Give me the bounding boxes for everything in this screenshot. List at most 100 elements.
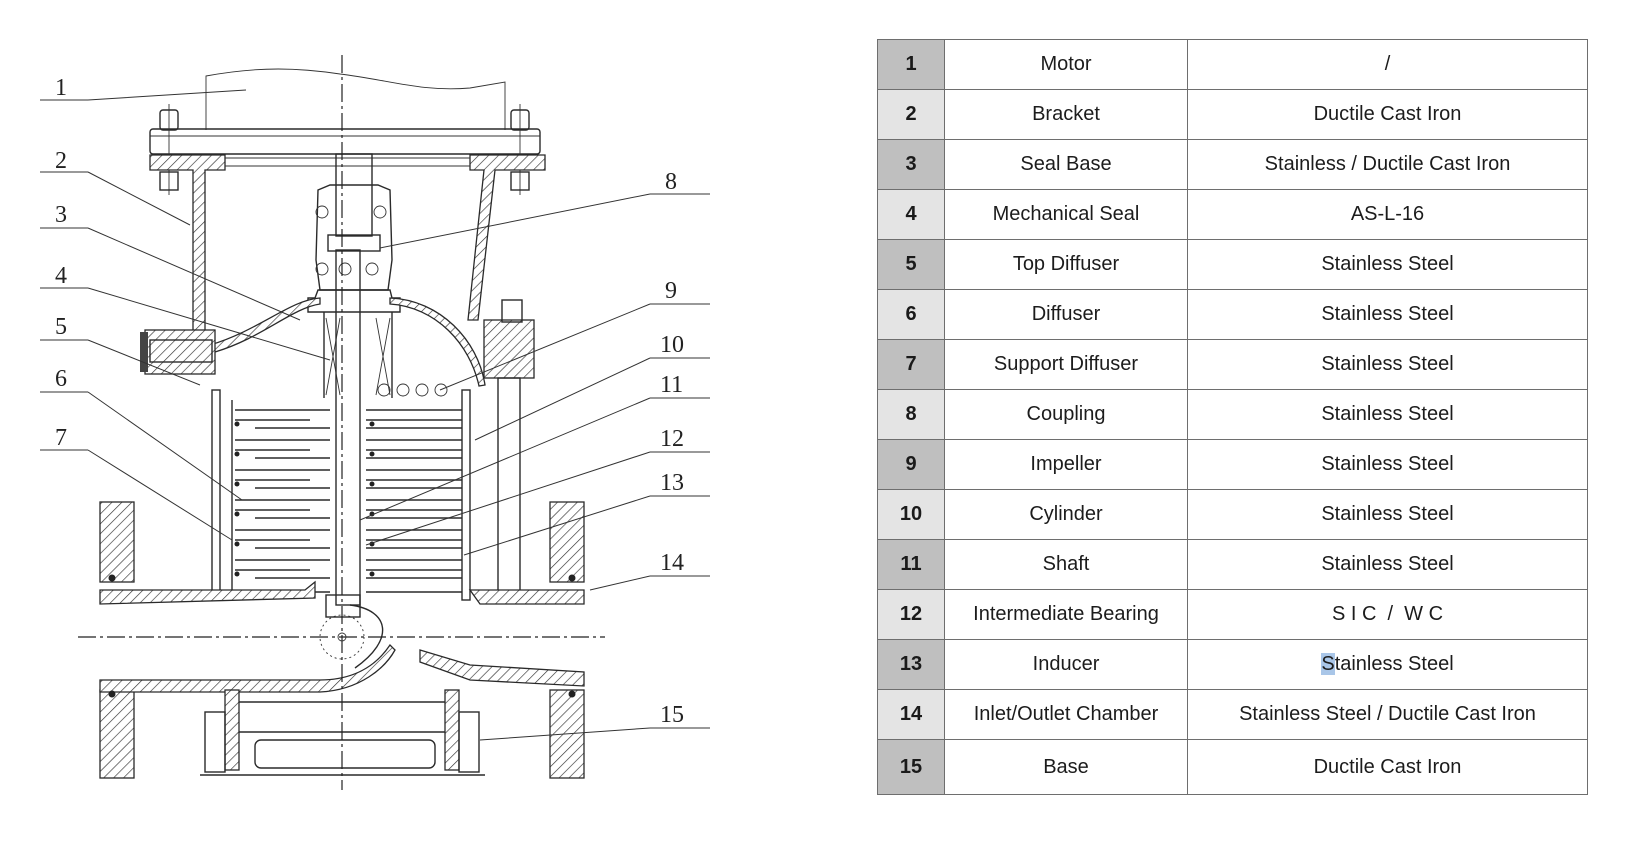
- part-number-cell: 12: [877, 589, 945, 640]
- callout-label-13: 13: [660, 470, 684, 496]
- material-cell: S I C / W C: [1187, 589, 1588, 640]
- o-ring: [369, 421, 375, 427]
- part-name-cell: Bracket: [944, 89, 1188, 140]
- inlet-outlet-chamber: [99, 501, 585, 779]
- material-cell: Stainless Steel: [1187, 439, 1588, 490]
- o-ring: [369, 481, 375, 487]
- material-cell: Stainless Steel: [1187, 639, 1588, 690]
- material-cell: Stainless Steel: [1187, 539, 1588, 590]
- leader-line-9: [439, 303, 710, 391]
- part-name-cell: Coupling: [944, 389, 1188, 440]
- o-ring: [234, 511, 240, 517]
- part-number-cell: 8: [877, 389, 945, 440]
- part-number-cell: 11: [877, 539, 945, 590]
- text-selection-highlight: S: [1321, 653, 1335, 675]
- top-diffuser-plug: [140, 329, 216, 375]
- leader-line-3: [40, 227, 301, 321]
- callout-label-15: 15: [660, 702, 684, 728]
- leader-line-8: [379, 193, 710, 249]
- material-cell: AS-L-16: [1187, 189, 1588, 240]
- leader-line-11: [359, 397, 710, 521]
- o-ring: [234, 451, 240, 457]
- o-ring: [234, 541, 240, 547]
- part-name-cell: Shaft: [944, 539, 1188, 590]
- material-cell: Ductile Cast Iron: [1187, 89, 1588, 140]
- leader-line-14: [589, 575, 710, 591]
- diffuser-stage: [366, 529, 462, 549]
- part-name-cell: Mechanical Seal: [944, 189, 1188, 240]
- o-ring: [234, 571, 240, 577]
- material-cell: Stainless Steel: [1187, 289, 1588, 340]
- callout-label-12: 12: [660, 426, 684, 452]
- diffuser-stage: [235, 409, 330, 429]
- support-diffuser: [231, 400, 462, 593]
- material-cell: Ductile Cast Iron: [1187, 739, 1588, 795]
- diffuser-stage: [366, 439, 462, 459]
- motor-outline: [205, 68, 506, 130]
- part-name-cell: Cylinder: [944, 489, 1188, 540]
- leader-line-13: [463, 495, 710, 556]
- diffuser-stage: [366, 409, 462, 429]
- callout-label-7: 7: [55, 425, 67, 451]
- o-ring: [234, 421, 240, 427]
- o-ring: [234, 481, 240, 487]
- part-number-cell: 3: [877, 139, 945, 190]
- diffuser-stage: [235, 499, 330, 519]
- part-number-cell: 14: [877, 689, 945, 740]
- material-cell: /: [1187, 39, 1588, 90]
- part-number-cell: 15: [877, 739, 945, 795]
- tie-bolt: [483, 299, 535, 594]
- diffuser-stage: [235, 529, 330, 549]
- shaft: [335, 249, 361, 606]
- part-number-cell: 1: [877, 39, 945, 90]
- callout-label-2: 2: [55, 148, 67, 174]
- leader-line-12: [365, 451, 710, 546]
- leader-line-10: [474, 357, 710, 441]
- leader-line-7: [40, 449, 233, 541]
- callout-label-11: 11: [660, 372, 683, 398]
- leader-line-15: [479, 727, 710, 741]
- part-number-cell: 9: [877, 439, 945, 490]
- diffuser-stage: [235, 559, 330, 579]
- material-cell: Stainless Steel: [1187, 339, 1588, 390]
- part-name-cell: Impeller: [944, 439, 1188, 490]
- shaft-nut: [325, 594, 361, 618]
- part-name-cell: Inlet/Outlet Chamber: [944, 689, 1188, 740]
- callout-label-10: 10: [660, 332, 684, 358]
- material-cell: Stainless / Ductile Cast Iron: [1187, 139, 1588, 190]
- part-name-cell: Base: [944, 739, 1188, 795]
- leader-line-2: [40, 171, 191, 226]
- callout-label-14: 14: [660, 550, 684, 576]
- part-name-cell: Inducer: [944, 639, 1188, 690]
- material-cell: Stainless Steel: [1187, 239, 1588, 290]
- cylinder: [211, 383, 471, 601]
- material-cell: Stainless Steel: [1187, 489, 1588, 540]
- callout-label-6: 6: [55, 366, 67, 392]
- motor-flange: [149, 128, 541, 155]
- material-cell: Stainless Steel / Ductile Cast Iron: [1187, 689, 1588, 740]
- diffuser-stage: [366, 499, 462, 519]
- part-number-cell: 2: [877, 89, 945, 140]
- part-number-cell: 10: [877, 489, 945, 540]
- material-cell: Stainless Steel: [1187, 389, 1588, 440]
- callout-label-8: 8: [665, 169, 677, 195]
- o-ring: [369, 451, 375, 457]
- part-number-cell: 4: [877, 189, 945, 240]
- callout-label-3: 3: [55, 202, 67, 228]
- part-name-cell: Seal Base: [944, 139, 1188, 190]
- part-number-cell: 13: [877, 639, 945, 690]
- impeller-stack: [231, 400, 462, 618]
